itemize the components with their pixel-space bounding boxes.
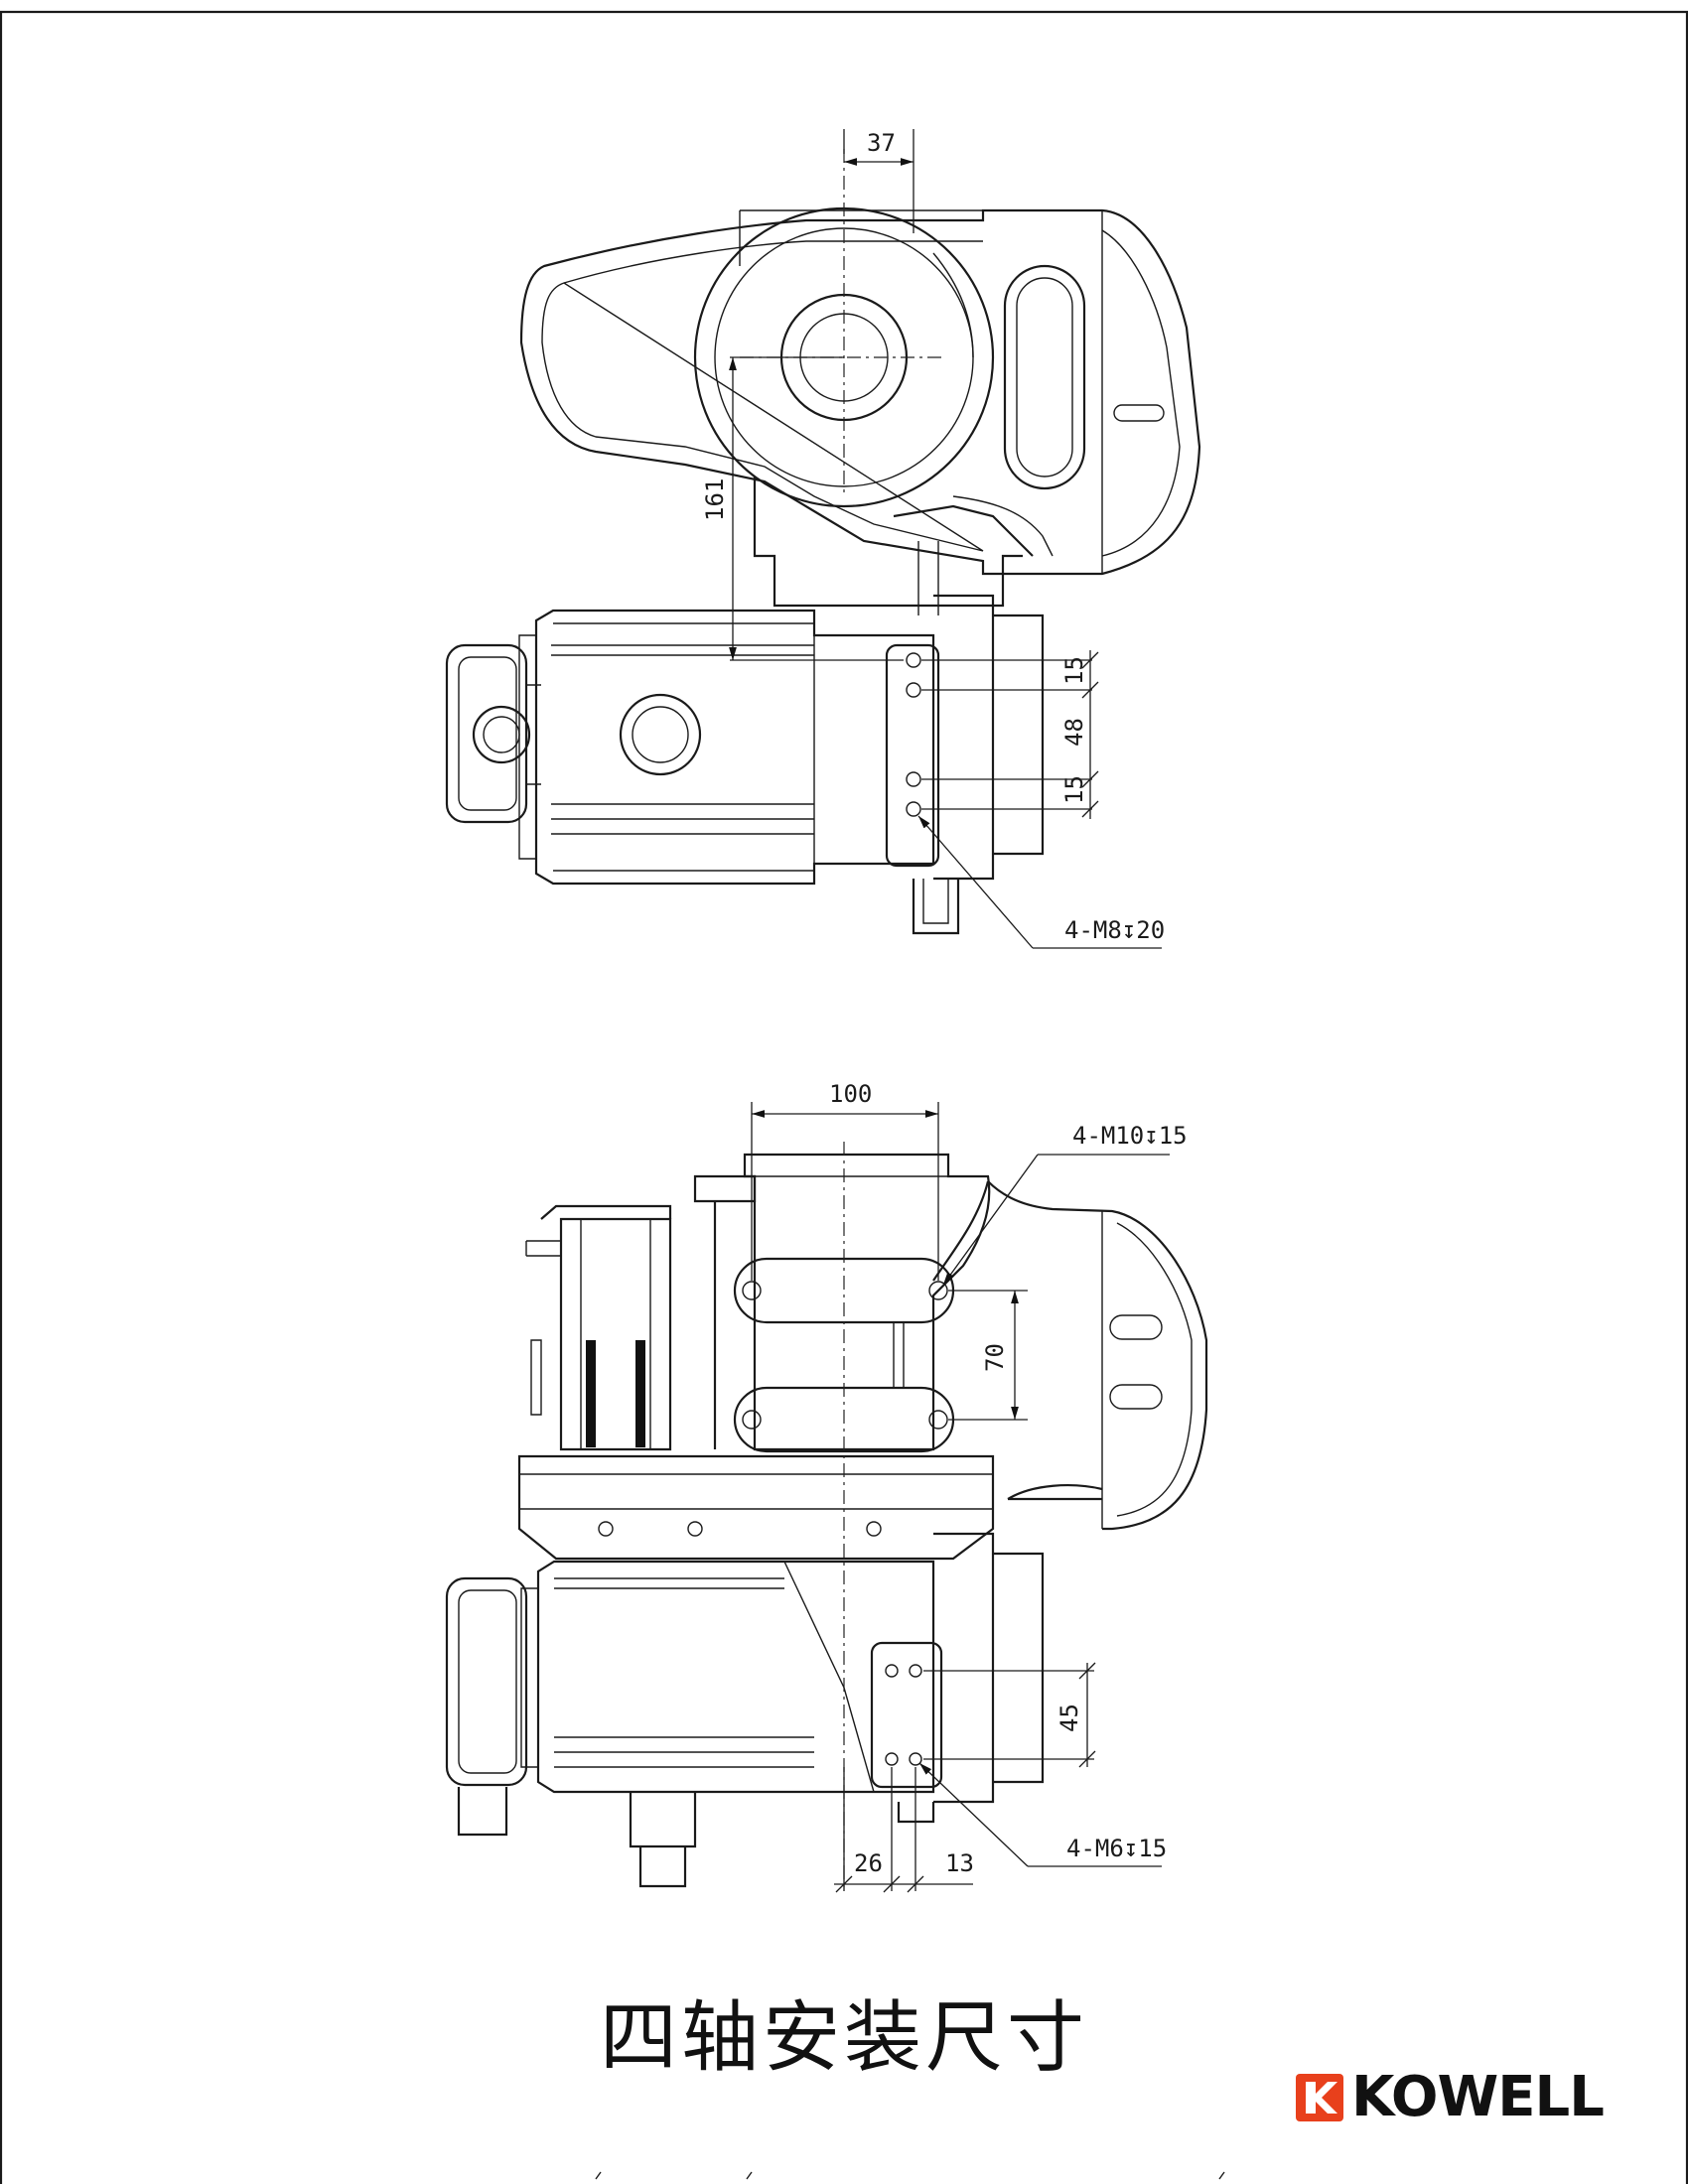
dim-26-13: 26 13 [834, 1767, 974, 1893]
callout-m6-label: 4-M6↧15 [1066, 1835, 1167, 1862]
base-plate [517, 1454, 995, 1561]
dim-13-label: 13 [945, 1849, 974, 1877]
lower-flange [870, 1532, 1045, 1824]
front-view: 100 70 4-M10↧15 45 4-M6↧15 [445, 1080, 1208, 1893]
dim-15a-label: 15 [1060, 656, 1088, 685]
dim-37-label: 37 [867, 129, 896, 157]
callout-m8-label: 4-M8↧20 [1064, 916, 1165, 944]
mount-holes-front [885, 1664, 922, 1766]
end-cap-left [445, 643, 541, 824]
brand-logo: KOWELL [1296, 2065, 1605, 2129]
dim-26-label: 26 [854, 1849, 883, 1877]
callout-m8: 4-M8↧20 [917, 815, 1165, 949]
sheet-border [0, 10, 1688, 2184]
dim-48-label: 48 [1060, 718, 1088, 747]
callout-m10: 4-M10↧15 [942, 1122, 1188, 1286]
arm-extension [932, 1180, 1208, 1531]
dim-15b-label: 15 [1060, 775, 1088, 804]
neck-bracket [753, 477, 1054, 615]
dim-100: 100 [751, 1080, 939, 1281]
bottom-edge-marks [595, 2171, 1225, 2180]
kowell-logo-icon [1296, 2074, 1343, 2121]
dim-45: 45 [923, 1662, 1096, 1768]
dim-100-label: 100 [829, 1080, 872, 1108]
dim-hole-pitch: 15 48 15 [921, 650, 1099, 819]
callout-m6: 4-M6↧15 [918, 1762, 1167, 1867]
motor-body [518, 609, 935, 886]
oval-slot [1003, 264, 1165, 490]
mount-holes-top [906, 652, 921, 817]
dim-70-label: 70 [981, 1343, 1009, 1372]
dim-45-label: 45 [1055, 1704, 1083, 1732]
upper-arm-outline [519, 208, 1201, 576]
flange-right [885, 594, 1045, 935]
dim-161-label: 161 [701, 478, 729, 521]
motor-boss [619, 693, 702, 776]
drawing-title: 四轴安装尺寸 [599, 1993, 1088, 2083]
encoder-block [525, 1204, 672, 1451]
dim-70: 70 [948, 1290, 1028, 1421]
callout-m10-label: 4-M10↧15 [1072, 1122, 1188, 1150]
brand-name: KOWELL [1351, 2065, 1605, 2129]
lower-motor [445, 1560, 935, 1888]
dim-161: 161 [701, 356, 904, 661]
top-view: 37 161 15 48 15 4-M8↧20 [445, 129, 1201, 949]
dim-37: 37 [843, 129, 914, 233]
